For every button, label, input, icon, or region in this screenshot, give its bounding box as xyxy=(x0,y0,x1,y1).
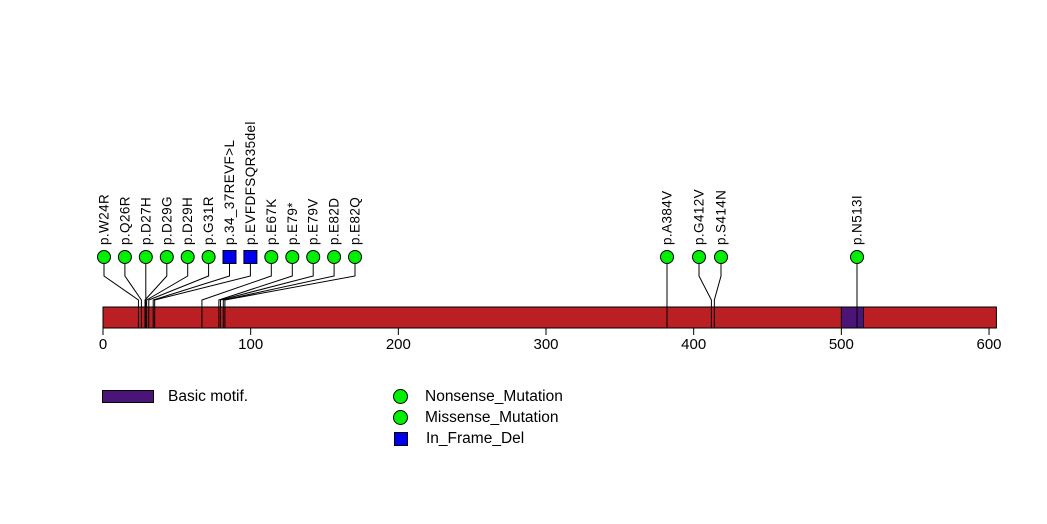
axis-tick-label: 400 xyxy=(681,336,706,353)
lollipop-stem xyxy=(201,263,272,328)
mutation-marker xyxy=(159,250,174,264)
mutation-marker xyxy=(327,250,342,264)
mutation-label: p.E82Q xyxy=(348,197,363,245)
axis-tick-label: 100 xyxy=(238,336,263,353)
mutation-label: p.EVFDFSQR35del xyxy=(243,121,258,245)
mutation-marker xyxy=(180,250,195,264)
lollipop-stem xyxy=(148,263,210,328)
mutation-label: p.A384V xyxy=(660,190,675,245)
mutation-label: p.Q26R xyxy=(117,196,132,245)
mutation-marker xyxy=(97,250,111,264)
mutation-label: p.G31R xyxy=(201,196,216,245)
mutation-marker xyxy=(714,250,728,264)
mutation-label: p.34_37REVF>L xyxy=(222,140,237,245)
axis-tick-label: 0 xyxy=(99,336,107,353)
mutation-marker xyxy=(243,250,258,264)
lollipop-stem xyxy=(713,263,722,328)
axis-tick-label: 500 xyxy=(829,336,854,353)
lollipop-stem xyxy=(698,263,712,328)
mutation-label: p.N513I xyxy=(850,195,865,245)
mutation-label: p.E67K xyxy=(264,198,279,245)
domain-rect xyxy=(840,306,865,329)
axis-tick-label: 600 xyxy=(977,336,1002,353)
mutation-marker xyxy=(201,250,216,264)
lollipop-stem xyxy=(218,263,293,328)
lollipop-stem xyxy=(124,263,142,328)
lollipop-stem xyxy=(144,263,168,328)
mutation-label: p.S414N xyxy=(714,190,729,245)
lollipop-stem xyxy=(154,263,251,328)
protein-bar xyxy=(102,306,997,329)
mutation-label: p.E79V xyxy=(306,198,321,245)
axis-tick-label: 200 xyxy=(386,336,411,353)
mutation-label: p.D29H xyxy=(180,197,195,245)
mutation-marker xyxy=(138,250,153,264)
mutation-label: p.D27H xyxy=(138,197,153,245)
mutation-marker xyxy=(222,250,237,264)
mutation-label: p.E79* xyxy=(285,202,300,245)
lollipop-stem xyxy=(146,263,189,328)
mutation-marker xyxy=(117,250,132,264)
mutation-label: p.E82D xyxy=(327,198,342,245)
mutation-marker xyxy=(285,250,300,264)
lollipop-stem xyxy=(103,263,139,328)
lollipop-stem xyxy=(222,263,335,328)
mutation-marker xyxy=(348,250,362,264)
axis-tick-label: 300 xyxy=(533,336,558,353)
lollipop-stem xyxy=(224,263,356,328)
mutation-marker xyxy=(264,250,279,264)
lollipop-stem xyxy=(152,263,230,328)
mutation-label: p.G412V xyxy=(692,189,707,245)
lollipop-stem xyxy=(219,263,314,328)
mutation-marker xyxy=(660,250,674,264)
mutation-marker xyxy=(692,250,706,264)
mutation-label: p.D29G xyxy=(159,196,174,245)
mutation-marker xyxy=(850,250,864,264)
mutation-marker xyxy=(306,250,321,264)
mutation-label: p.W24R xyxy=(97,194,112,245)
